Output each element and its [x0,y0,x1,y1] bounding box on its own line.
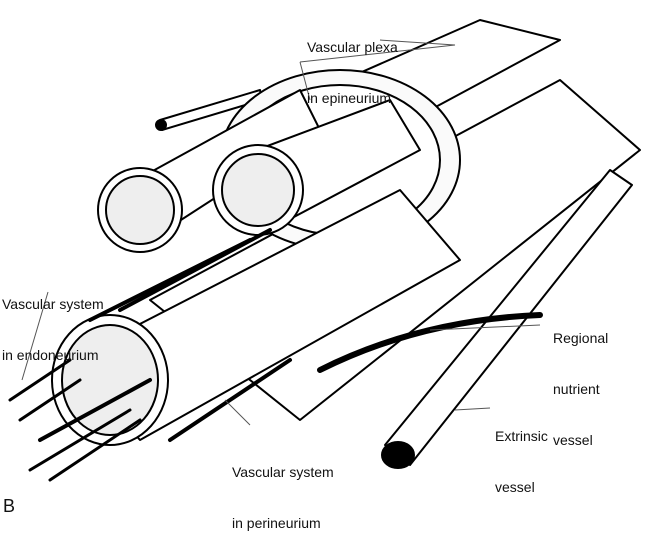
label-regional-nutrient: Regional nutrient vessel [553,330,609,448]
regional-nutrient-vessel [317,312,543,373]
leader-perineurium [224,399,251,426]
label-perineurium: Vascular system in perineurium [232,464,334,531]
extrinsic-vessel-lumen [381,441,415,469]
panel-letter: B [3,496,16,516]
leader-extrinsic [454,407,491,411]
label-vascular-plexa: Vascular plexa in epineurium [307,39,398,106]
leader-endoneurium [21,291,49,381]
nerve-illustration [8,19,641,482]
leader-vascular-plexa [299,39,456,101]
label-extrinsic: Extrinsic vessel [495,428,548,495]
label-endoneurium: Vascular system in endoneurium [2,296,104,363]
leader-regional [429,324,541,331]
